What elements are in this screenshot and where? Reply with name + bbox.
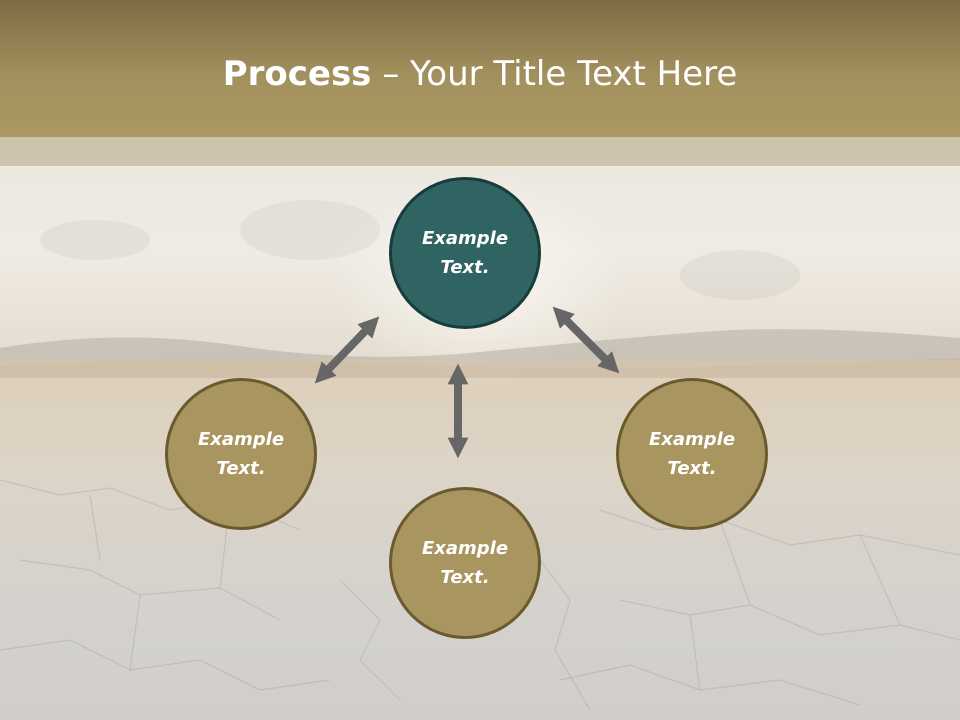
node-text-line1: Example — [648, 429, 736, 450]
process-node-left: Example Text. — [165, 378, 317, 530]
cloud — [40, 220, 150, 260]
cloud — [680, 250, 800, 300]
title-bold: Process — [222, 54, 372, 94]
node-text-line2: Text. — [216, 458, 266, 479]
node-text-line2: Text. — [440, 567, 490, 588]
title-rest: – Your Title Text Here — [371, 54, 738, 94]
arrow-top-right — [552, 306, 620, 374]
node-text-line1: Example — [421, 538, 509, 559]
process-node-top: Example Text. — [389, 177, 541, 329]
slide-title: Process – Your Title Text Here — [0, 52, 960, 96]
node-text-line2: Text. — [667, 458, 717, 479]
ground-cracks — [0, 479, 960, 711]
node-text-line1: Example — [197, 429, 285, 450]
arrow-top-left — [314, 316, 380, 384]
process-node-bottom: Example Text. — [389, 487, 541, 639]
cloud — [240, 200, 380, 260]
title-bar-band — [0, 137, 960, 166]
process-node-right: Example Text. — [616, 378, 768, 530]
node-text-line2: Text. — [440, 257, 490, 278]
node-text-line1: Example — [421, 228, 509, 249]
title-bar — [0, 0, 960, 137]
